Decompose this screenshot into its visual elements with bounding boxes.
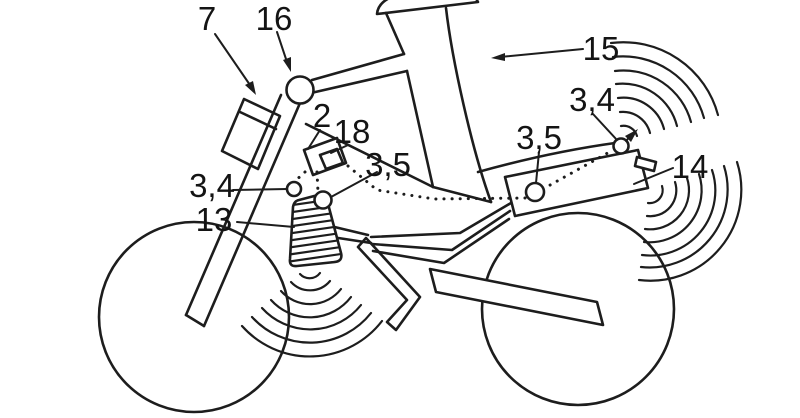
radar-waves-rear-lower	[637, 160, 743, 282]
leader-35-front	[330, 171, 378, 198]
swingarm	[428, 267, 605, 327]
rear-fender-line	[476, 141, 617, 174]
fork-bottom-cap	[184, 313, 206, 328]
reference-label-34-front: 3,4	[189, 167, 235, 204]
reference-label-34-rear: 3,4	[569, 81, 615, 118]
seat-tube-front	[405, 69, 435, 189]
rear-sensor-34-circle	[612, 137, 630, 155]
rear-sensor-35-circle	[524, 181, 546, 203]
top-tube-lower	[309, 69, 409, 95]
signal-dotted-lines	[291, 148, 615, 201]
front-sensor-34-circle	[285, 180, 303, 198]
rear-wheel	[480, 211, 676, 407]
seat-tube-rear	[444, 6, 493, 204]
radar-waves-front-lower	[240, 271, 384, 358]
chain-stay-mid	[370, 209, 512, 252]
reference-label-18: 18	[334, 113, 371, 150]
chain-stay-inner	[371, 217, 511, 265]
leader-34-front	[232, 188, 288, 191]
reference-label-35-front: 3,5	[365, 146, 411, 183]
radar-waves-rear-upper	[609, 41, 720, 138]
front-wheel	[97, 220, 291, 414]
ecu-inner-box	[318, 147, 345, 171]
crank-arm	[356, 236, 422, 332]
fork-rear-line	[202, 101, 302, 328]
leader-35-rear	[535, 151, 540, 184]
reference-label-16: 16	[256, 0, 293, 37]
arrowhead-16	[283, 57, 291, 72]
leader-34-rear	[592, 113, 618, 141]
frame-bottom	[431, 185, 493, 204]
reference-label-7: 7	[198, 0, 216, 37]
down-tube	[304, 122, 435, 189]
reference-label-2: 2	[313, 97, 331, 134]
reference-label-35-rear: 3,5	[516, 119, 562, 156]
front-sensor-35-circle	[313, 190, 333, 210]
leader-16	[276, 31, 288, 63]
headlight-box	[220, 97, 282, 171]
arrowhead-15	[491, 53, 505, 61]
leader-2	[307, 129, 321, 150]
headlight-box-lid-line	[238, 110, 278, 131]
leader-15	[499, 48, 584, 58]
fork-front-line	[184, 93, 283, 317]
leader-14	[633, 167, 674, 185]
rear-unit-tab	[633, 155, 658, 173]
chain-stay-outer	[369, 201, 513, 239]
seat-bottom	[375, 0, 480, 16]
top-tube-upper	[310, 52, 406, 82]
arrowheads	[245, 53, 638, 142]
arrowhead-7	[245, 81, 256, 95]
reference-label-14: 14	[672, 148, 709, 185]
steering-head	[285, 75, 315, 105]
leader-13	[236, 221, 295, 228]
reference-label-13: 13	[196, 201, 233, 238]
seat-post-front	[384, 11, 406, 56]
reference-label-15: 15	[583, 30, 620, 67]
leader-18	[330, 144, 349, 154]
leader-7	[214, 33, 251, 86]
